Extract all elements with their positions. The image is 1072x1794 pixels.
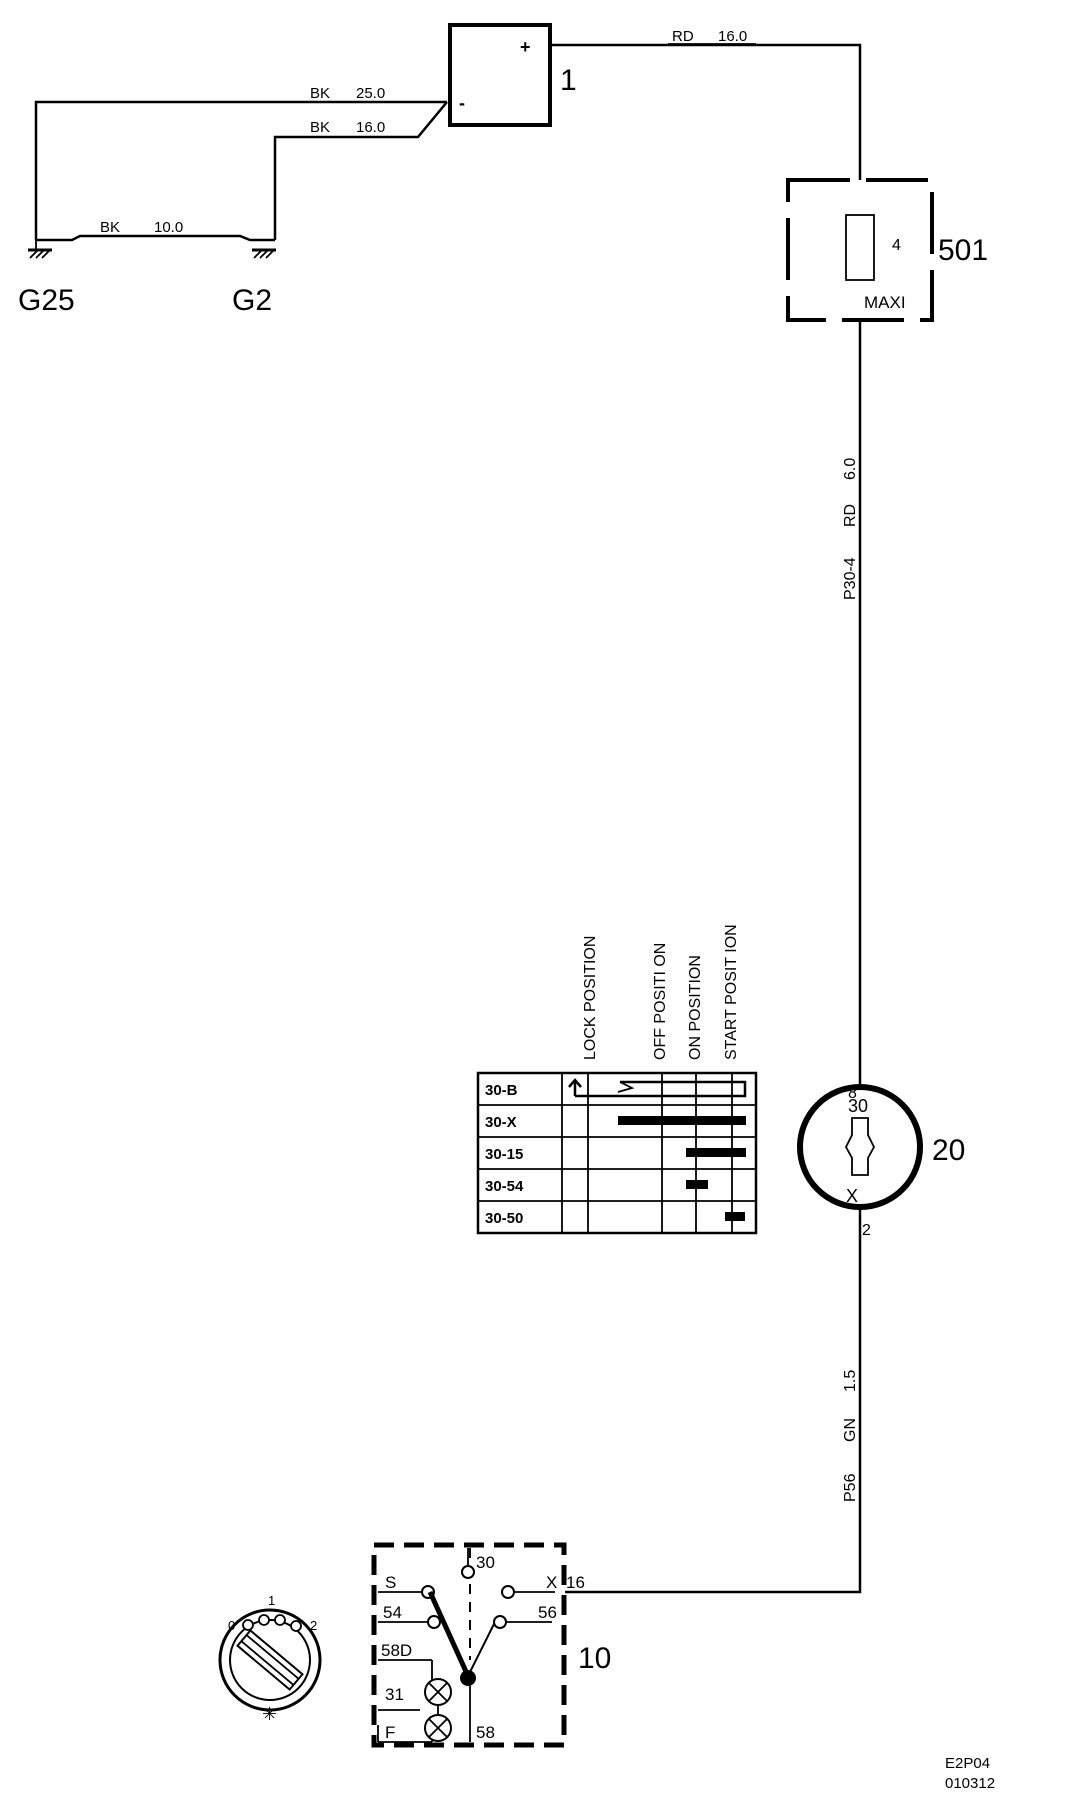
- ground-g2-label: G2: [232, 284, 272, 317]
- ls-term-s: S: [385, 1573, 396, 1592]
- wire-label-bk-16: BK 16.0: [310, 119, 385, 136]
- ground-g2: G2: [232, 248, 276, 317]
- battery-plus: +: [520, 37, 531, 57]
- ls-term-x: X: [546, 1573, 557, 1592]
- footer: E2P04 010312: [945, 1755, 995, 1792]
- ign-term-out: X: [846, 1186, 858, 1206]
- pos-row-30-x: 30-X: [485, 1114, 517, 1131]
- ls-term-30: 30: [476, 1553, 495, 1572]
- fuse-type: MAXI: [864, 293, 906, 312]
- wire-bk-16: [273, 101, 448, 240]
- svg-text:BK: BK: [100, 219, 120, 236]
- pos-header-start: START POSIT ION: [723, 924, 740, 1060]
- fuse-pin: 4: [892, 237, 901, 254]
- battery-minus: -: [459, 93, 465, 113]
- battery-id: 1: [560, 64, 577, 97]
- ign-id: 20: [932, 1134, 965, 1167]
- ground-g25-label: G25: [18, 284, 75, 317]
- wire-bk-25: [34, 100, 447, 240]
- svg-text:10.0: 10.0: [154, 219, 183, 236]
- wire-label-bk-10: BK 10.0: [100, 219, 183, 236]
- knob-pos-0: 0: [228, 1618, 235, 1633]
- ls-term-58d: 58D: [381, 1641, 412, 1660]
- pos-row-30-50: 30-50: [485, 1210, 523, 1227]
- wire-label-rd-16: RD 16.0: [668, 28, 756, 45]
- svg-text:BK: BK: [310, 119, 330, 136]
- bar-30-54: [686, 1180, 708, 1189]
- footer-code: E2P04: [945, 1755, 990, 1772]
- svg-text:RD: RD: [842, 504, 859, 527]
- wire-label-p30-4: P30-4 RD 6.0: [842, 458, 859, 600]
- svg-text:BK: BK: [310, 85, 330, 102]
- ls-pin-16: 16: [566, 1573, 585, 1592]
- ign-pin-in: 8: [848, 1085, 857, 1102]
- fuse-id: 501: [938, 234, 988, 267]
- position-table: LOCK POSITION OFF POSITI ON ON POSITION …: [476, 924, 758, 1235]
- svg-text:P30-4: P30-4: [842, 557, 859, 600]
- ls-term-54: 54: [383, 1603, 402, 1622]
- svg-text:RD: RD: [672, 28, 694, 45]
- knob-pos-1: 1: [268, 1593, 275, 1608]
- bar-30-x: [618, 1116, 746, 1125]
- wire-label-bk-25: BK 25.0: [310, 85, 385, 102]
- ls-term-56: 56: [538, 1603, 557, 1622]
- svg-text:1.5: 1.5: [842, 1370, 859, 1392]
- battery: + - 1: [448, 23, 577, 127]
- svg-text:✳: ✳: [262, 1704, 277, 1724]
- ign-term-in: 30: [848, 1096, 868, 1116]
- ignition-switch: 8 30 X 2 20: [797, 1084, 965, 1239]
- bar-30-50: [725, 1212, 745, 1221]
- ls-term-31: 31: [385, 1685, 404, 1704]
- maxi-fuse: 4 MAXI 501: [786, 178, 988, 322]
- light-knob-icon: 0 1 2 ✳: [218, 1593, 322, 1724]
- light-switch: S 54 58D 31 F 30 X 16 56 58 10: [371, 1542, 611, 1748]
- lamp-58d: [424, 1678, 452, 1706]
- svg-text:16.0: 16.0: [356, 119, 385, 136]
- ground-g25: G25: [18, 240, 75, 317]
- wire-label-p56: P56 GN 1.5: [842, 1370, 859, 1502]
- ls-term-58: 58: [476, 1723, 495, 1742]
- svg-text:P56: P56: [842, 1473, 859, 1502]
- pos-row-30-b: 30-B: [485, 1082, 518, 1099]
- ls-id: 10: [578, 1642, 611, 1675]
- svg-text:16.0: 16.0: [718, 28, 747, 45]
- wire-p56: [565, 1210, 862, 1594]
- bar-30-15: [686, 1148, 746, 1157]
- pos-header-lock: LOCK POSITION: [582, 936, 599, 1060]
- wire-rd-16: [550, 43, 862, 182]
- ls-term-f: F: [385, 1723, 395, 1742]
- wire-bk-10: [36, 234, 275, 242]
- svg-text:6.0: 6.0: [842, 458, 859, 480]
- pos-row-30-15: 30-15: [485, 1146, 523, 1163]
- lamp-f: [424, 1714, 452, 1742]
- knob-pos-2: 2: [310, 1618, 317, 1633]
- ign-pin-out: 2: [862, 1222, 871, 1239]
- footer-date: 010312: [945, 1775, 995, 1792]
- svg-text:GN: GN: [842, 1418, 859, 1442]
- pos-row-30-54: 30-54: [485, 1178, 524, 1195]
- svg-text:25.0: 25.0: [356, 85, 385, 102]
- pos-header-on: ON POSITION: [687, 955, 704, 1060]
- pos-header-off: OFF POSITI ON: [652, 943, 669, 1060]
